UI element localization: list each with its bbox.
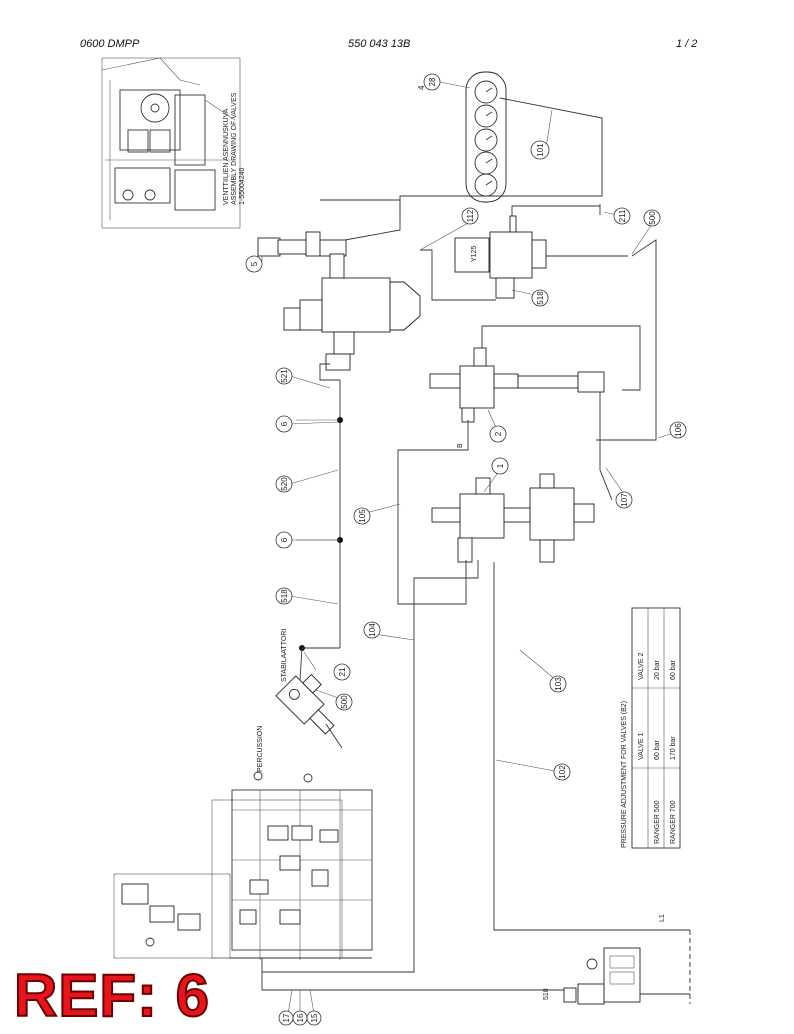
svg-text:6: 6: [280, 537, 289, 542]
pressure-table: PRESSURE ADJUSTMENT FOR VALVES (B2) VALV…: [621, 607, 681, 849]
svg-text:112: 112: [466, 209, 475, 222]
pump-group: [563, 947, 641, 1005]
svg-text:6: 6: [280, 421, 289, 426]
callout-bubble-518-lower: 518: [543, 988, 550, 1000]
svg-text:103: 103: [554, 677, 563, 691]
svg-text:518: 518: [543, 988, 550, 1000]
pressure-table-row2-valve1: 170 bar: [670, 736, 677, 760]
callout-bubble-16: 16: [292, 1010, 308, 1026]
callout-bubble-106: 106: [669, 421, 687, 439]
svg-text:21: 21: [338, 667, 347, 676]
callout-bubble-521: 521: [275, 367, 293, 385]
inset-note-fi: VENTTIILIEN ASENNUSKUVA: [223, 108, 230, 205]
label-percussion: PERCUSSION: [257, 726, 264, 772]
pressure-table-row1-model: RANGER 500: [654, 800, 661, 844]
svg-text:520: 520: [280, 477, 289, 491]
callout-bubble-109: 112: [461, 207, 479, 225]
callout-bubble-17: 17: [278, 1010, 294, 1026]
callout-bubble-112: 500: [643, 209, 661, 227]
inset-note-en: ASSEMBLY DRAWING OF VALVES: [231, 92, 238, 205]
label-b: B: [457, 443, 464, 448]
label-stabilaattori: STABILAATTORI: [281, 629, 288, 682]
callout-bubble-5: 5: [245, 255, 263, 273]
svg-text:28: 28: [428, 77, 437, 86]
svg-text:518: 518: [536, 291, 545, 305]
svg-text:15: 15: [310, 1013, 319, 1022]
svg-text:500: 500: [648, 211, 657, 225]
callout-bubble-6-upper: 6: [275, 415, 293, 433]
callout-bubble-28: 28: [423, 73, 441, 91]
callout-bubble-y125: Y125: [471, 246, 478, 262]
svg-text:211: 211: [618, 209, 627, 222]
header-page-number: 1 / 2: [676, 38, 698, 50]
svg-text:17: 17: [282, 1013, 291, 1022]
pressure-table-row1-valve2: 20 bar: [654, 659, 661, 680]
svg-text:4: 4: [417, 85, 426, 90]
callout-bubble-102: 102: [553, 763, 571, 781]
header-drawing-code: 0600 DMPP: [80, 38, 140, 50]
valve-1-block: [431, 473, 595, 563]
hydraulic-schematic: [113, 771, 373, 990]
callout-bubble-6-lower: 6: [275, 531, 293, 549]
callout-bubble-107: 107: [615, 491, 633, 509]
svg-text:104: 104: [368, 623, 377, 637]
valve-2-block: [429, 347, 605, 423]
filter-assembly: [257, 231, 421, 371]
pressure-table-header-valve1: VALVE 1: [638, 733, 645, 760]
svg-text:1: 1: [496, 463, 505, 468]
callout-bubble-111: 211: [613, 207, 631, 225]
svg-text:500: 500: [340, 695, 349, 709]
ref-stamp: REF: 6: [13, 962, 211, 1029]
svg-text:2: 2: [494, 431, 503, 436]
callout-bubble-1: 1: [491, 457, 509, 475]
pressure-table-title: PRESSURE ADJUSTMENT FOR VALVES (B2): [621, 701, 628, 848]
callout-bubble-520: 520: [275, 475, 293, 493]
pressure-table-header-valve2: VALVE 2: [638, 653, 645, 680]
pressure-table-row2-model: RANGER 700: [670, 800, 677, 844]
callout-bubble-211: 518: [531, 289, 549, 307]
callout-bubble-500: 500: [335, 693, 353, 711]
callout-bubble-518: 518: [275, 587, 293, 605]
svg-text:518: 518: [280, 589, 289, 603]
svg-text:105: 105: [358, 509, 367, 523]
callout-bubble-105: 105: [353, 507, 371, 525]
callout-bubble-4: 4: [417, 85, 426, 90]
pressure-table-row2-valve2: 60 bar: [670, 659, 677, 680]
pressure-table-row1-valve1: 60 bar: [654, 739, 661, 760]
solenoid-valve-block: [454, 215, 547, 299]
callout-bubble-2: 2: [489, 425, 507, 443]
label-l1: L1: [659, 914, 666, 922]
inset-assembly-view: VENTTIILIEN ASENNUSKUVA ASSEMBLY DRAWING…: [101, 57, 246, 229]
inset-note-number: 1-55004240: [239, 168, 246, 205]
svg-text:106: 106: [674, 423, 683, 437]
svg-text:101: 101: [536, 143, 545, 157]
callout-bubble-101: 101: [530, 140, 550, 160]
callout-bubble-103: 103: [549, 675, 567, 693]
svg-text:107: 107: [620, 493, 629, 507]
callout-bubble-104: 104: [363, 621, 381, 639]
callout-bubble-21: 21: [333, 663, 351, 681]
svg-text:102: 102: [558, 765, 567, 779]
gauge-panel: [465, 71, 507, 203]
header-part-number: 550 043 13B: [348, 38, 411, 50]
svg-text:5: 5: [250, 261, 259, 266]
svg-text:521: 521: [280, 369, 289, 383]
inset-notes: VENTTIILIEN ASENNUSKUVA ASSEMBLY DRAWING…: [223, 92, 246, 205]
callout-bubble-15: 15: [306, 1010, 322, 1026]
svg-text:Y125: Y125: [471, 246, 478, 262]
svg-text:16: 16: [296, 1013, 305, 1022]
